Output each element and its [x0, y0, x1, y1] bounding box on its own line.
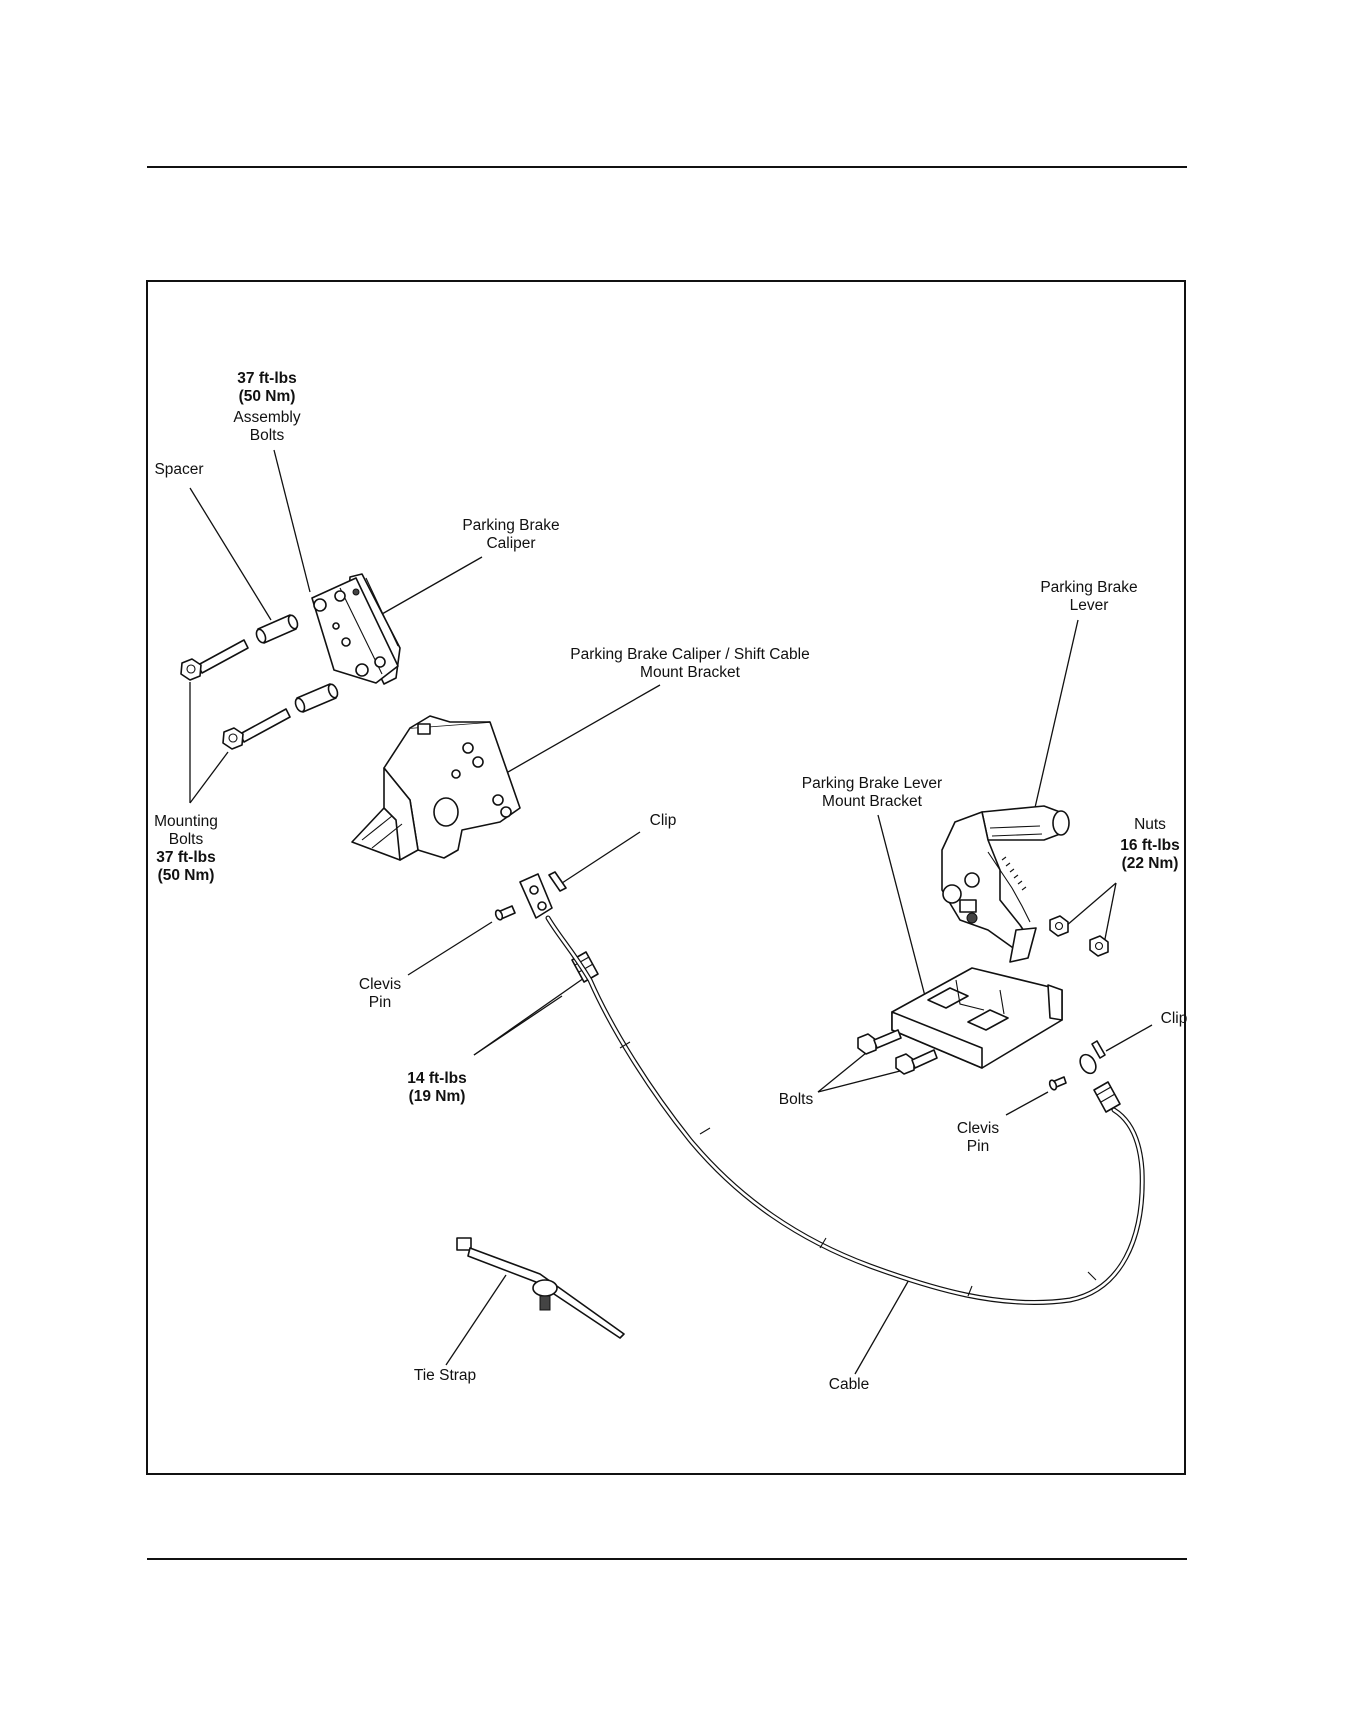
nuts-label: Nuts	[1134, 816, 1166, 833]
caliper-bracket-label-1: Parking Brake Caliper / Shift Cable	[570, 646, 810, 663]
clevis-pin-left-label-2: Pin	[369, 994, 391, 1011]
cable-label: Cable	[829, 1376, 870, 1393]
caliper-label-2: Caliper	[486, 535, 535, 552]
clevis-pin-left-label-1: Clevis	[359, 976, 401, 993]
assembly-bolts-label-1: Assembly	[233, 409, 300, 426]
bolts-label: Bolts	[779, 1091, 814, 1108]
nut-parts	[1050, 916, 1108, 956]
mounting-bolt-parts	[181, 640, 290, 749]
caliper-bracket-label-2: Mount Bracket	[640, 664, 741, 681]
lever-label-2: Lever	[1070, 597, 1109, 614]
clip-left-label: Clip	[650, 812, 677, 829]
lever-bracket-label-1: Parking Brake Lever	[802, 775, 942, 792]
nuts-torque-nm: (22 Nm)	[1122, 855, 1179, 872]
clevis-pin-right-label-2: Pin	[967, 1138, 989, 1155]
lever-label-1: Parking Brake	[1040, 579, 1137, 596]
brake-cable	[548, 918, 1142, 1302]
lever-mount-bracket	[892, 968, 1062, 1068]
tie-strap-label: Tie Strap	[414, 1367, 476, 1384]
caliper-mount-bracket	[352, 716, 520, 860]
cable-torque-nm: (19 Nm)	[409, 1088, 466, 1105]
spacer-label: Spacer	[154, 461, 203, 478]
assembly-bolts-label-2: Bolts	[250, 427, 285, 444]
assembly-bolts-torque-nm: (50 Nm)	[239, 388, 296, 405]
lever-bracket-label-2: Mount Bracket	[822, 793, 923, 810]
parking-brake-lever	[942, 806, 1069, 962]
nuts-torque-ft: 16 ft-lbs	[1120, 837, 1179, 854]
callout-labels: 37 ft-lbs (50 Nm) Assembly Bolts Spacer …	[154, 370, 1187, 1393]
tie-strap	[457, 1238, 624, 1338]
caliper-label-1: Parking Brake	[462, 517, 559, 534]
clip-right-label: Clip	[1161, 1010, 1188, 1027]
mounting-bolts-torque-ft: 37 ft-lbs	[156, 849, 215, 866]
cable-torque-ft: 14 ft-lbs	[407, 1070, 466, 1087]
assembly-bolts-torque-ft: 37 ft-lbs	[237, 370, 296, 387]
right-cable-end-parts	[1048, 1041, 1120, 1112]
clevis-pin-right-label-1: Clevis	[957, 1120, 999, 1137]
mounting-bolts-label-1: Mounting	[154, 813, 218, 830]
mounting-bolts-torque-nm: (50 Nm)	[158, 867, 215, 884]
mounting-bolts-label-2: Bolts	[169, 831, 204, 848]
parking-brake-caliper	[312, 574, 400, 684]
